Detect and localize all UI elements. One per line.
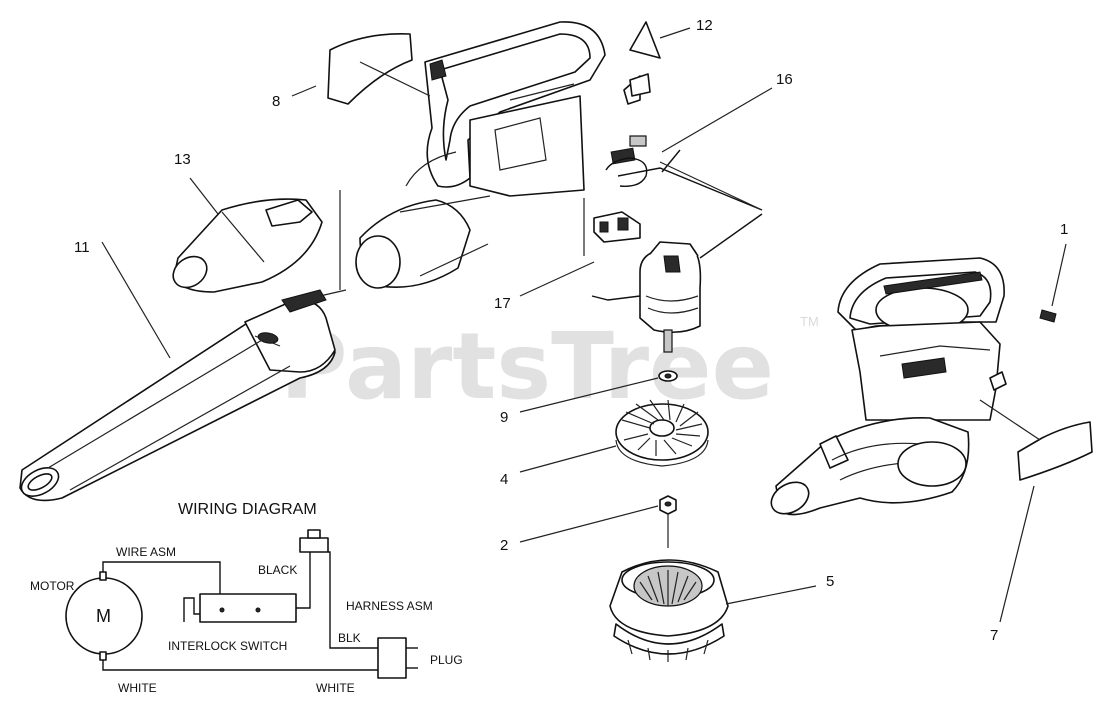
part-17-motor xyxy=(591,213,763,353)
harness-wire xyxy=(328,551,378,649)
leader-4 xyxy=(519,445,617,473)
part-7-label xyxy=(1017,421,1093,481)
interlock-switch-bracket xyxy=(183,597,202,622)
callout-1: 1 xyxy=(1060,221,1068,238)
leader-8b xyxy=(359,61,431,97)
part-2-nut xyxy=(659,495,677,548)
white-label-right: WHITE xyxy=(316,681,355,695)
interlock-switch-terminal-a xyxy=(219,607,225,613)
motor-symbol-letter: M xyxy=(96,606,111,626)
leader-5 xyxy=(725,585,817,605)
leader-2 xyxy=(519,505,659,543)
leader-11b xyxy=(319,289,347,297)
black-label: BLACK xyxy=(258,563,297,577)
callout-11: 11 xyxy=(74,239,90,256)
callout-7: 7 xyxy=(990,627,998,644)
part-13-nozzle xyxy=(172,198,323,293)
leader-11 xyxy=(101,241,171,359)
interlock-switch-body xyxy=(199,593,297,623)
motor-label: MOTOR xyxy=(30,579,75,593)
callout-labels: 1 2 4 5 7 8 9 11 12 13 16 17 xyxy=(74,17,1068,644)
leader-17 xyxy=(519,261,595,297)
leader-13 xyxy=(189,177,219,215)
callout-5: 5 xyxy=(826,573,834,590)
part-4-fan xyxy=(615,399,709,467)
wire-asm-label: WIRE ASM xyxy=(116,545,176,559)
guide-line-c xyxy=(659,161,763,211)
leader-1 xyxy=(1051,243,1067,307)
part-12-wedge xyxy=(629,21,661,59)
wiring-diagram: WIRING DIAGRAM M MOTOR WIRE ASM WHITE WH… xyxy=(30,501,463,695)
callout-4: 4 xyxy=(500,471,508,488)
part-5-base xyxy=(609,559,729,662)
motor-terminal-bottom xyxy=(99,651,107,661)
callout-17: 17 xyxy=(494,295,511,312)
leader-7b xyxy=(979,399,1041,441)
plug-body xyxy=(377,637,407,679)
connector xyxy=(593,211,641,243)
callout-9: 9 xyxy=(500,409,508,426)
callout-12: 12 xyxy=(696,17,713,34)
white-label-left: WHITE xyxy=(118,681,157,695)
leader-16 xyxy=(661,87,773,153)
interlock-switch-label: INTERLOCK SWITCH xyxy=(168,639,287,653)
black-wire xyxy=(296,552,311,609)
blk-label: BLK xyxy=(338,631,361,645)
watermark-text: PartsTree xyxy=(280,313,774,420)
interlock-switch-terminal-b xyxy=(255,607,261,613)
black-connector-body xyxy=(299,537,329,553)
leader-7 xyxy=(999,485,1035,623)
housing-half xyxy=(355,21,606,289)
wire-asm-line xyxy=(102,561,221,610)
plug-label: PLUG xyxy=(430,653,463,667)
wiring-title: WIRING DIAGRAM xyxy=(178,501,317,518)
harness-asm-label: HARNESS ASM xyxy=(346,599,433,613)
watermark-tm: TM xyxy=(800,314,819,329)
leader-8 xyxy=(291,85,317,97)
part-16-switch xyxy=(605,135,763,211)
assembled-blower xyxy=(770,257,1057,516)
callout-13: 13 xyxy=(174,151,191,168)
part-8-label xyxy=(327,33,413,105)
callout-2: 2 xyxy=(500,537,508,554)
callout-16: 16 xyxy=(776,71,793,88)
part-9-washer xyxy=(658,370,678,382)
part-11-blower-tube xyxy=(19,289,336,502)
leader-9 xyxy=(519,377,659,413)
leader-lines xyxy=(101,27,1067,623)
black-connector-cap xyxy=(307,529,321,539)
bracket-clip xyxy=(623,73,651,105)
callout-8: 8 xyxy=(272,93,280,110)
white-wire xyxy=(102,660,378,671)
leader-12 xyxy=(659,27,691,39)
motor-terminal-top xyxy=(99,571,107,581)
